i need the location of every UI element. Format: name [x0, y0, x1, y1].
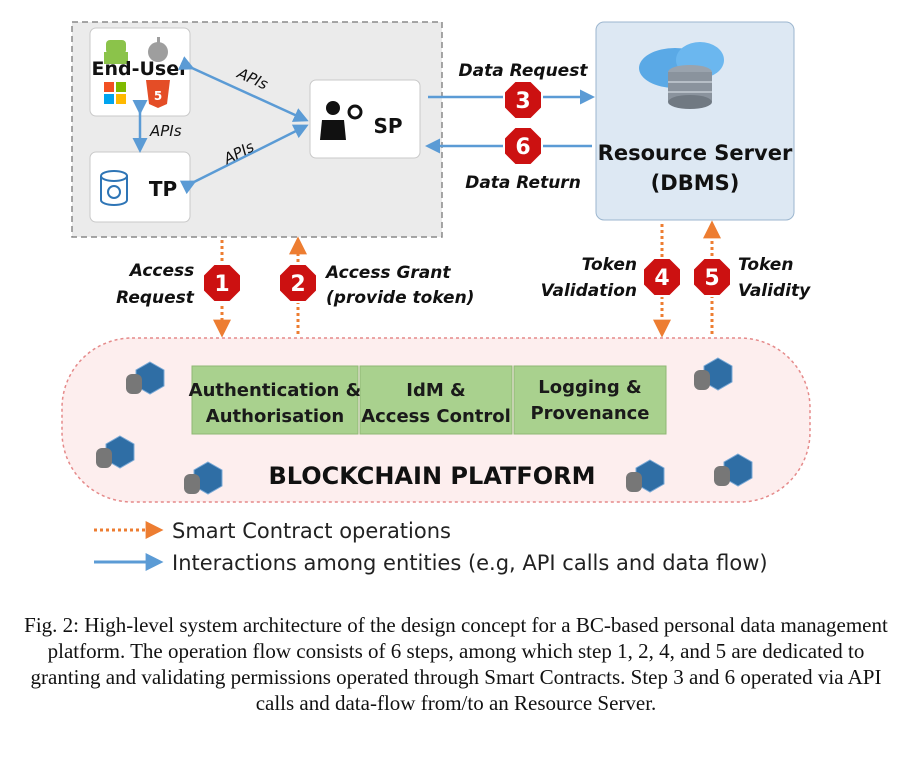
- blockchain-node-icon: [714, 453, 753, 487]
- businessman-gear-icon: [320, 101, 363, 140]
- resource-server-sublabel: (DBMS): [651, 171, 740, 195]
- blockchain-node-icon: [96, 435, 135, 469]
- access-request-label-1: Access: [128, 261, 195, 281]
- html5-icon: 5: [146, 80, 170, 108]
- module-logging-provenance: Logging & Provenance: [513, 365, 667, 435]
- end-user-label: End-User: [92, 58, 190, 80]
- module-authentication: Authentication & Authorisation: [189, 365, 362, 435]
- step-badge-1: 1: [202, 263, 242, 303]
- windows-icon: [104, 82, 126, 104]
- svg-text:6: 6: [515, 135, 530, 160]
- svg-text:2: 2: [290, 272, 305, 297]
- legend-interactions-label: Interactions among entities (e.g, API ca…: [172, 551, 768, 575]
- blockchain-node-icon: [694, 357, 733, 391]
- step-badge-6: 6: [503, 126, 543, 166]
- sp-node: SP: [309, 79, 421, 159]
- data-request-label: Data Request: [459, 61, 589, 81]
- token-validation-label-1: Token: [582, 255, 637, 275]
- database-gear-icon: [100, 170, 128, 206]
- apple-icon: [148, 37, 168, 62]
- blockchain-node-icon: [626, 459, 665, 493]
- tp-label: TP: [149, 177, 177, 201]
- apis-label-enduser-tp: APIs: [149, 122, 182, 140]
- architecture-diagram: 5 End-User TP SP: [61, 21, 811, 575]
- svg-text:Access Control: Access Control: [361, 406, 511, 427]
- access-grant-label-1: Access Grant: [324, 263, 451, 283]
- svg-text:Authentication &: Authentication &: [189, 380, 362, 401]
- svg-text:4: 4: [654, 266, 669, 291]
- access-request-label-2: Request: [116, 288, 195, 308]
- svg-text:1: 1: [214, 272, 229, 297]
- svg-text:Authorisation: Authorisation: [206, 406, 344, 427]
- svg-text:Provenance: Provenance: [530, 403, 649, 424]
- end-user-node: 5 End-User: [89, 27, 191, 117]
- token-validity-label-1: Token: [738, 255, 793, 275]
- access-grant-label-2: (provide token): [326, 288, 474, 308]
- blockchain-node-icon: [126, 361, 165, 395]
- svg-text:3: 3: [515, 89, 530, 114]
- android-icon: [104, 40, 128, 64]
- legend-smart-contract-label: Smart Contract operations: [172, 519, 451, 543]
- cloud-database-icon: [639, 42, 724, 109]
- data-return-label: Data Return: [465, 173, 581, 193]
- token-validity-label-2: Validity: [738, 281, 811, 301]
- blockchain-node-icon: [184, 461, 223, 495]
- svg-text:5: 5: [154, 89, 162, 103]
- figure-caption: Fig. 2: High-level system architecture o…: [24, 613, 888, 715]
- blockchain-platform-title: BLOCKCHAIN PLATFORM: [268, 462, 595, 490]
- sp-label: SP: [373, 114, 402, 138]
- step-badge-3: 3: [503, 80, 543, 120]
- resource-server-node: Resource Server (DBMS): [595, 21, 795, 221]
- step-badge-2: 2: [278, 263, 318, 303]
- resource-server-label: Resource Server: [598, 141, 793, 165]
- svg-text:IdM &: IdM &: [406, 380, 465, 401]
- api-arrow-tp-sp: [179, 124, 309, 195]
- api-arrow-enduser-sp: [177, 56, 309, 122]
- step-badge-4: 4: [642, 257, 682, 297]
- module-idm-access-control: IdM & Access Control: [359, 365, 513, 435]
- step-badge-5: 5: [692, 257, 732, 297]
- svg-text:5: 5: [704, 266, 719, 291]
- token-validation-label-2: Validation: [541, 281, 637, 301]
- tp-node: TP: [89, 151, 191, 223]
- svg-text:Logging &: Logging &: [538, 377, 641, 398]
